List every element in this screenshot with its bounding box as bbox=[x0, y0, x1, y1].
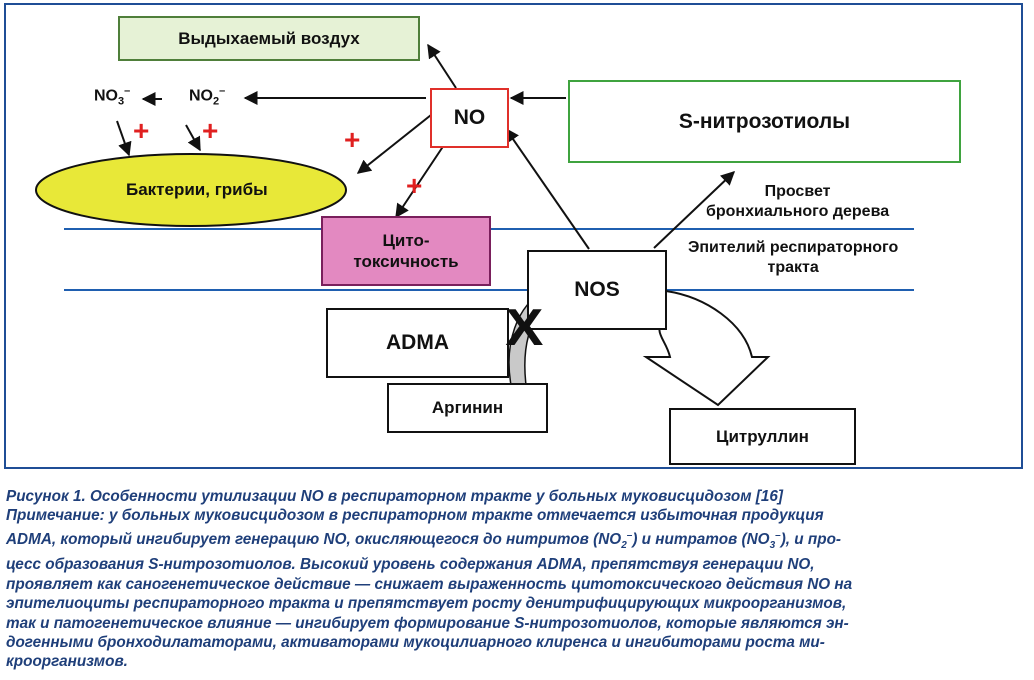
caption-line-1: Примечание: у больных муковисцидозом в р… bbox=[6, 507, 824, 525]
arrow-no-to-cytotoxicity bbox=[395, 144, 445, 219]
arrow-nos-to-no bbox=[505, 127, 590, 250]
plus-cytotoxicity: + bbox=[406, 170, 423, 201]
figure-caption: Рисунок 1. Особенности утилизации NO в р… bbox=[6, 487, 1024, 672]
arrow-nitrite-to-bacteria bbox=[185, 124, 201, 152]
caption-line-5: эпителиоциты респираторного тракта и пре… bbox=[6, 595, 847, 613]
cytotoxicity-label-line2: токсичность bbox=[353, 252, 459, 271]
s-nitrosothiols-box: S-нитрозотиолы bbox=[568, 80, 961, 163]
bacteria-ellipse bbox=[35, 153, 347, 227]
exhaled-air-label: Выдыхаемый воздух bbox=[178, 28, 360, 48]
nitrate-label: NO3– bbox=[94, 85, 131, 108]
arrow-nitrate-to-bacteria bbox=[116, 120, 132, 157]
arrow-nos-to-snitro bbox=[653, 171, 736, 249]
caption-line-3: цесс образования S-нитрозотиолов. Высоки… bbox=[6, 556, 815, 574]
exhaled-air-box: Выдыхаемый воздух bbox=[118, 16, 420, 61]
s-nitrosothiols-label: S-нитрозотиолы bbox=[678, 109, 851, 133]
citrulline-label: Цитруллин bbox=[716, 426, 809, 446]
caption-line-7: догенными бронходилататорами, активатора… bbox=[6, 633, 825, 651]
caption-line-2: ADMA, который ингибирует генерацию NO, о… bbox=[6, 529, 842, 551]
bacteria-label: Бактерии, грибы bbox=[126, 180, 268, 199]
lumen-label: Просвет бронхиального дерева bbox=[706, 183, 890, 220]
caption-line-6: так и патогенетическое влияние — ингибир… bbox=[6, 614, 849, 632]
diagram-graphics bbox=[35, 43, 914, 407]
adma-label: ADMA bbox=[386, 331, 449, 354]
caption-line-8: кроорганизмов. bbox=[6, 653, 128, 671]
nos-label: NOS bbox=[574, 278, 620, 301]
cytotoxicity-box: Цито- токсичность bbox=[321, 216, 491, 286]
citrulline-box: Цитруллин bbox=[669, 408, 856, 465]
arginine-label: Аргинин bbox=[431, 398, 504, 417]
plus-nitrate: + bbox=[133, 115, 150, 146]
arrow-no-to-air bbox=[427, 43, 457, 89]
nitrite-label: NO2– bbox=[189, 85, 226, 108]
adma-box: ADMA bbox=[326, 308, 509, 378]
nos-box: NOS bbox=[527, 250, 667, 330]
diagram-frame: Выдыхаемый воздух NO S-нитрозотиолы Бакт… bbox=[4, 3, 1023, 469]
arginine-box: Аргинин bbox=[387, 383, 548, 433]
caption-line-4: проявляет как саногенетическое действие … bbox=[6, 575, 853, 593]
plus-bacteria: + bbox=[344, 124, 361, 155]
block-mark: X bbox=[505, 299, 544, 357]
cytotoxicity-label-line1: Цито- bbox=[382, 231, 430, 250]
arrow-no-to-bacteria bbox=[356, 114, 432, 174]
no-label: NO bbox=[453, 106, 486, 129]
caption-title: Рисунок 1. Особенности утилизации NO в р… bbox=[6, 488, 784, 505]
plus-nitrite: + bbox=[202, 115, 219, 146]
nos-citrulline-arrow bbox=[642, 289, 771, 407]
no-box: NO bbox=[430, 88, 509, 148]
epithelium-label: Эпителий респираторного тракта bbox=[688, 239, 899, 276]
